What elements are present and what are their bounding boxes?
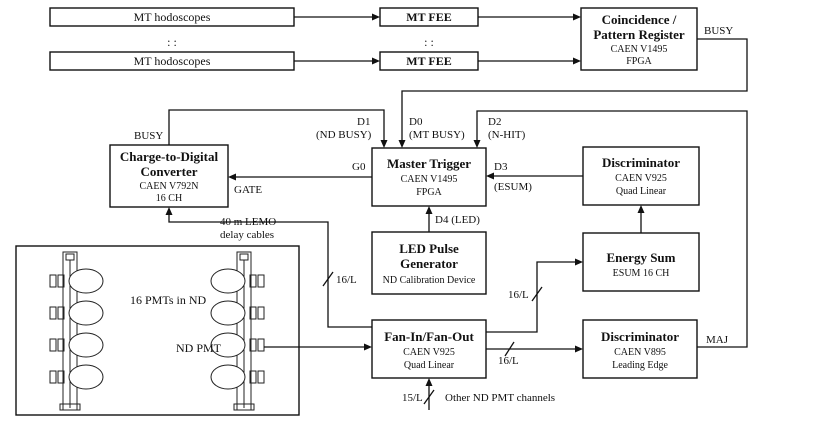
mt-fee-label-1: MT FEE	[406, 10, 451, 24]
disc-lead-model: CAEN V895	[614, 347, 666, 358]
disc-quad-type: Quad Linear	[616, 186, 667, 197]
d4-label: D4 (LED)	[435, 214, 480, 226]
qdc-model: CAEN V792N	[140, 181, 199, 192]
d4-line	[425, 206, 433, 232]
energy-sum-title: Energy Sum	[607, 250, 676, 265]
disc-quad-model: CAEN V925	[615, 173, 667, 184]
g0-label: G0	[352, 161, 366, 173]
coincidence-fpga: FPGA	[626, 56, 652, 67]
pmt-icon	[210, 332, 246, 358]
right-pmt-array	[210, 251, 265, 411]
pmt-icon	[210, 300, 246, 326]
gate-label: GATE	[234, 184, 262, 196]
busy-to-d1-line	[168, 109, 388, 148]
energy-sum-box: Energy Sum ESUM 16 CH	[582, 232, 700, 292]
busy-label-right: BUSY	[704, 25, 733, 37]
fee-ellipsis: : :	[424, 35, 434, 49]
pmt-icon	[68, 332, 104, 358]
bus-16l-c: 16/L	[498, 355, 519, 367]
mt-hodoscopes-label-2: MT hodoscopes	[134, 54, 211, 68]
pmt-icon	[68, 268, 104, 294]
pmt-icon	[68, 300, 104, 326]
coincidence-title-2: Pattern Register	[593, 27, 685, 42]
coincidence-model: CAEN V1495	[611, 44, 668, 55]
master-trigger-box: Master Trigger CAEN V1495 FPGA	[371, 147, 487, 207]
nd-detector-frame	[15, 245, 300, 416]
other-channels-line	[423, 378, 435, 410]
qdc-channels: 16 CH	[156, 193, 182, 204]
d3-line	[486, 172, 583, 180]
hodoscope-ellipsis: : :	[167, 35, 177, 49]
mt-row-1: MT hodoscopes MT FEE	[49, 7, 479, 27]
d1-label: D1	[357, 116, 370, 128]
led-title-2: Generator	[400, 256, 458, 271]
fan-to-esum-line	[486, 258, 583, 333]
busy-to-d0-line	[398, 38, 748, 148]
fan-title: Fan-In/Fan-Out	[384, 329, 474, 344]
master-trigger-model: CAEN V1495	[401, 174, 458, 185]
qdc-title-1: Charge-to-Digital	[120, 149, 219, 164]
esum-to-disc-line	[637, 205, 645, 233]
coincidence-title-1: Coincidence /	[602, 12, 677, 27]
led-generator-box: LED Pulse Generator ND Calibration Devic…	[371, 231, 487, 295]
hodoscope-to-fee-arrows	[294, 13, 380, 65]
maj-label: MAJ	[706, 334, 729, 346]
nd-pmt-out-label: ND PMT	[176, 341, 222, 355]
nd-detector: 16 PMTs in ND ND PMT	[15, 245, 300, 416]
d2-label: D2	[488, 116, 501, 128]
d3-desc: (ESUM)	[494, 181, 532, 193]
disc-lead-title: Discriminator	[601, 329, 679, 344]
qdc-title-2: Converter	[140, 164, 197, 179]
lemo-label-1: 40 m LEMO	[220, 216, 276, 228]
disc-quad-title: Discriminator	[602, 155, 680, 170]
mt-row-2: MT hodoscopes MT FEE	[49, 51, 479, 71]
d0-label: D0	[409, 116, 423, 128]
pmt-icon	[210, 268, 246, 294]
master-trigger-fpga: FPGA	[416, 187, 442, 198]
pmt-icon	[210, 364, 246, 390]
mt-hodoscopes-label-1: MT hodoscopes	[134, 10, 211, 24]
discriminator-leading-box: Discriminator CAEN V895 Leading Edge	[582, 319, 698, 379]
disc-lead-type: Leading Edge	[612, 360, 668, 371]
fan-model: CAEN V925	[403, 347, 455, 358]
fan-type: Quad Linear	[404, 360, 455, 371]
fan-box: Fan-In/Fan-Out CAEN V925 Quad Linear	[371, 319, 487, 379]
fan-to-disc-line	[486, 341, 583, 357]
d0-desc: (MT BUSY)	[409, 129, 465, 141]
bus-16l-a: 16/L	[336, 274, 357, 286]
other-channels-label: Other ND PMT channels	[445, 392, 555, 404]
d3-label: D3	[494, 161, 508, 173]
d1-desc: (ND BUSY)	[316, 129, 372, 141]
master-trigger-title: Master Trigger	[387, 156, 471, 171]
qdc-box: Charge-to-Digital Converter CAEN V792N 1…	[109, 144, 229, 208]
lemo-label-2: delay cables	[220, 229, 274, 241]
mt-fee-label-2: MT FEE	[406, 54, 451, 68]
d2-desc: (N-HIT)	[488, 129, 526, 141]
nd-pmts-label: 16 PMTs in ND	[130, 293, 207, 307]
pmt-icon	[68, 364, 104, 390]
led-title-1: LED Pulse	[399, 241, 459, 256]
maj-to-d2-line	[473, 110, 748, 348]
bus-15l: 15/L	[402, 392, 423, 404]
fee-to-coincidence-arrows	[478, 13, 581, 65]
bus-16l-b: 16/L	[508, 289, 529, 301]
coincidence-register-box: Coincidence / Pattern Register CAEN V149…	[580, 7, 698, 71]
nd-pmt-to-fan-line	[264, 343, 372, 351]
busy-label-left: BUSY	[134, 130, 163, 142]
led-model: ND Calibration Device	[383, 275, 476, 286]
energy-sum-model: ESUM 16 CH	[613, 268, 670, 279]
delay-cable-line	[165, 207, 372, 328]
gate-line	[228, 173, 372, 181]
left-pmt-array	[49, 251, 104, 411]
discriminator-quad-box: Discriminator CAEN V925 Quad Linear	[582, 146, 700, 206]
